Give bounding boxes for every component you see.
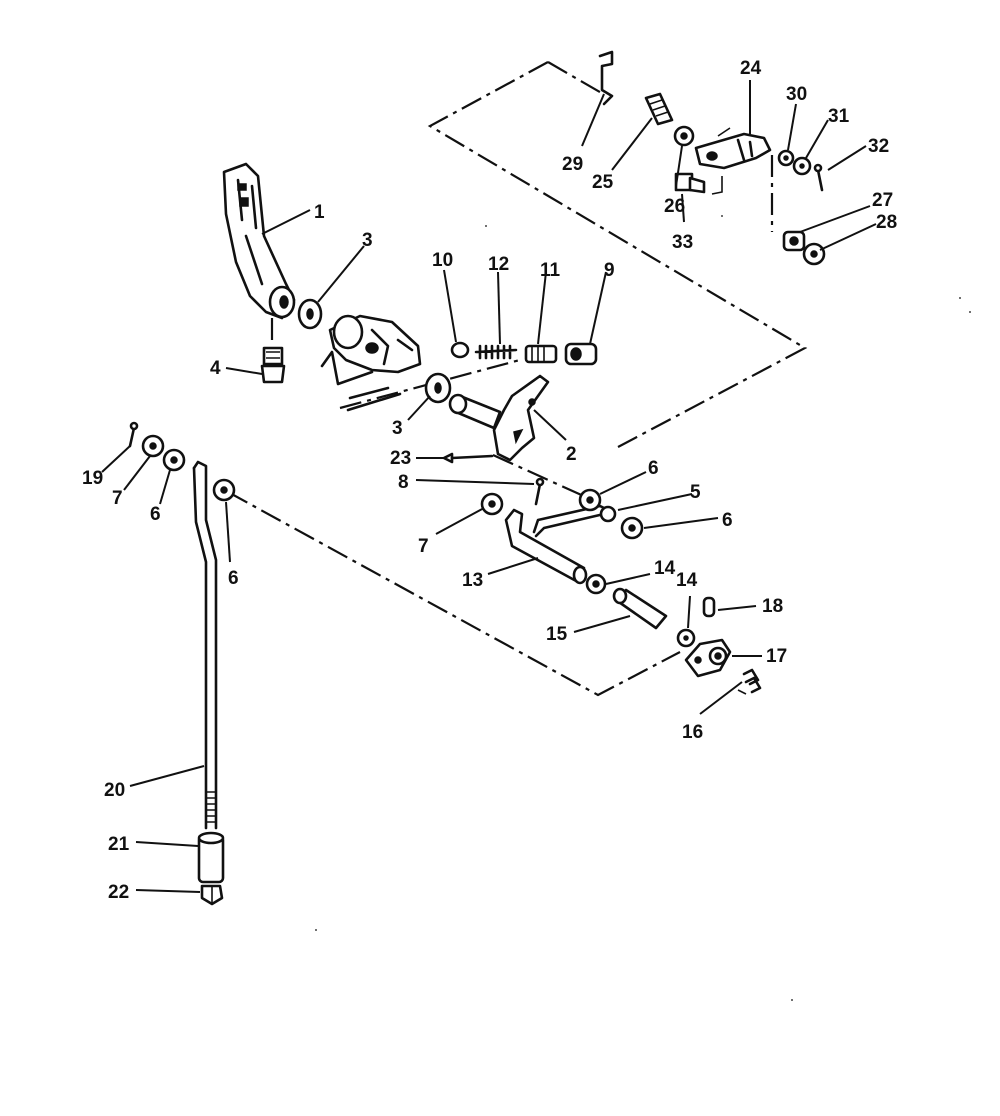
callout-29: 29 <box>562 154 583 175</box>
callout-9: 9 <box>604 260 615 281</box>
detent-ball <box>450 341 470 359</box>
callout-6-right-upper: 6 <box>648 458 659 479</box>
callout-6-left-a: 6 <box>150 504 161 525</box>
callout-32: 32 <box>868 136 889 157</box>
shift-shaft <box>504 508 588 585</box>
callout-1: 1 <box>314 202 325 223</box>
cotter-pin-left <box>128 421 139 448</box>
shift-arm <box>448 374 550 462</box>
callout-6-left-b: 6 <box>228 568 239 589</box>
callout-30: 30 <box>786 84 807 105</box>
stud-nut <box>673 125 695 147</box>
washer-right-6b <box>620 516 644 540</box>
callout-13: 13 <box>462 570 483 591</box>
detent-spring <box>474 344 518 360</box>
shift-rod <box>192 460 218 830</box>
washer-left-6b <box>212 478 236 502</box>
callout-20: 20 <box>104 780 125 801</box>
callout-31: 31 <box>828 106 850 127</box>
roll-pin <box>702 596 716 618</box>
washer-left-6a <box>162 448 186 472</box>
callout-18: 18 <box>762 596 783 617</box>
shift-lever-handle <box>222 162 296 320</box>
callout-25: 25 <box>592 172 614 193</box>
stud <box>644 92 674 126</box>
leader-lines <box>101 80 877 893</box>
lower-arm <box>684 638 732 678</box>
washer-14b <box>676 628 696 648</box>
callout-26: 26 <box>664 196 685 217</box>
return-spring <box>737 668 762 695</box>
washer-left-7 <box>141 434 165 458</box>
cotter-pin-center <box>534 477 545 506</box>
washer-14a <box>585 573 607 595</box>
callout-14-a: 14 <box>654 558 676 579</box>
callout-23: 23 <box>390 448 411 469</box>
callout-22: 22 <box>108 882 129 903</box>
detent-plug <box>524 344 558 364</box>
callout-labels: 1 2 3 3 4 5 6 6 6 6 7 7 8 9 10 11 12 13 … <box>82 58 897 903</box>
washer-right-6a <box>578 488 602 512</box>
spring-clip <box>598 50 614 106</box>
callout-27: 27 <box>872 190 893 211</box>
nut-small <box>792 156 812 176</box>
shaft-pin <box>442 452 494 464</box>
callout-21: 21 <box>108 834 130 855</box>
shaft-sleeve <box>612 587 668 630</box>
bushing <box>782 230 806 252</box>
rod-coupler <box>197 831 225 884</box>
callout-4: 4 <box>210 358 221 379</box>
callout-12: 12 <box>488 254 509 275</box>
rod-nut <box>200 884 224 906</box>
cotter-pin-upper <box>813 163 824 192</box>
callout-10: 10 <box>432 250 453 271</box>
callout-15: 15 <box>546 624 568 645</box>
lever-screw <box>260 318 286 384</box>
locknut <box>802 242 826 266</box>
scan-specks <box>315 215 971 1001</box>
callout-3-upper: 3 <box>362 230 373 251</box>
callout-33: 33 <box>672 232 693 253</box>
linkage-bracket <box>694 127 772 195</box>
callout-11: 11 <box>540 260 561 281</box>
washer-upper <box>297 298 323 330</box>
callout-14-b: 14 <box>676 570 698 591</box>
washer-lower <box>424 372 452 404</box>
callout-28: 28 <box>876 212 897 233</box>
callout-17: 17 <box>766 646 787 667</box>
callout-19: 19 <box>82 468 103 489</box>
detent-cap <box>564 342 598 366</box>
callout-2: 2 <box>566 444 577 465</box>
callout-8: 8 <box>398 472 409 493</box>
callout-16: 16 <box>682 722 703 743</box>
callout-3-lower: 3 <box>392 418 403 439</box>
washer-small <box>777 149 795 167</box>
callout-6-right-lower: 6 <box>722 510 733 531</box>
shift-bracket <box>320 314 422 412</box>
link-rod <box>532 504 617 538</box>
callout-5: 5 <box>690 482 701 503</box>
callout-24: 24 <box>740 58 762 79</box>
callout-7-left: 7 <box>112 488 123 509</box>
callout-7-center: 7 <box>418 536 429 557</box>
washer-center-7 <box>480 492 504 516</box>
bracket-screw <box>674 172 706 194</box>
